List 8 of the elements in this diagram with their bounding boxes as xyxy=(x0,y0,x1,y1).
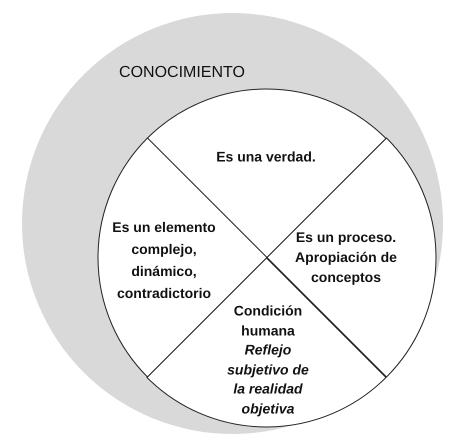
quadrant-text: Reflejo subjetivo de la realidad objetiva xyxy=(226,340,310,418)
circle-area xyxy=(22,13,443,434)
quadrant-text: Condición humana xyxy=(232,302,304,340)
circle-title: CONOCIMIENTO xyxy=(119,63,245,83)
quadrant-text: Es un proceso. xyxy=(296,228,396,247)
quadrant-text: Es un elemento complejo, dinámico, contradictorio xyxy=(111,218,217,303)
quadrant-text: Es una verdad. xyxy=(216,148,316,166)
quadrant-text: Apropiación de conceptos xyxy=(294,248,398,287)
